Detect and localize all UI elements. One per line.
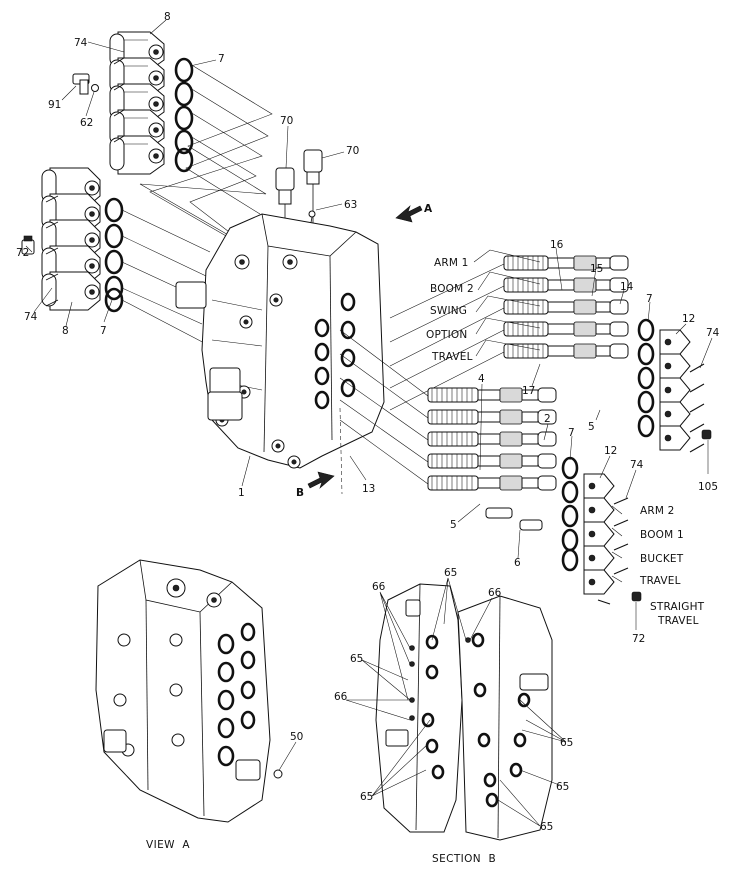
callout-62: 62 [80, 117, 93, 129]
callout-7-top: 7 [218, 53, 225, 65]
callout-65-e: 65 [360, 791, 373, 803]
view-a-drawing [95, 559, 283, 823]
callout-65-a: 65 [444, 567, 457, 579]
callout-leaders [25, 19, 713, 773]
callout-16: 16 [550, 239, 564, 251]
callout-8-top: 8 [164, 11, 171, 23]
callout-74-mid: 74 [630, 459, 644, 471]
label-straight-travel: TRAVEL [657, 615, 699, 627]
captions: VIEW A SECTION B [146, 839, 496, 865]
main-valve-body [175, 213, 385, 495]
lower-spool-group [339, 329, 642, 605]
label-travel-upper: TRAVEL [431, 351, 473, 363]
callout-14: 14 [620, 281, 634, 293]
callout-66-c: 66 [334, 691, 348, 703]
view-arrow-a [395, 205, 423, 223]
label-bucket: BUCKET [640, 553, 684, 565]
callout-66-b: 66 [488, 587, 502, 599]
arrow-a-label: A [424, 203, 433, 215]
callout-91: 91 [48, 99, 61, 111]
callout-70b: 70 [346, 145, 359, 157]
function-labels: ARM 1 BOOM 2 SWING OPTION TRAVEL ARM 2 B… [296, 203, 705, 627]
label-arm-1: ARM 1 [434, 257, 469, 269]
callout-65-d: 65 [556, 781, 569, 793]
callout-1: 1 [238, 487, 245, 499]
section-b-drawing [345, 577, 567, 841]
label-option: OPTION [426, 329, 467, 341]
label-arm-2: ARM 2 [640, 505, 675, 517]
callout-12-right: 12 [682, 313, 695, 325]
callout-7-left: 7 [100, 325, 107, 337]
left-cover-stack [21, 167, 211, 347]
callout-65-c: 65 [560, 737, 573, 749]
callout-65-b: 65 [350, 653, 363, 665]
callout-17: 17 [522, 385, 535, 397]
relief-valves [275, 149, 323, 262]
label-swing: SWING [430, 305, 467, 317]
callout-65-f: 65 [540, 821, 553, 833]
label-leaders [473, 249, 623, 583]
upper-spool-group [389, 255, 712, 453]
callout-50: 50 [290, 731, 303, 743]
caption-view-a: VIEW A [146, 839, 190, 851]
callout-74-right: 74 [706, 327, 720, 339]
view-arrow-b [307, 471, 335, 489]
callout-numbers: 8 74 7 91 62 70 70 63 72 74 8 7 1 13 16 … [16, 11, 720, 833]
callout-66-a: 66 [372, 581, 386, 593]
caption-section-b: SECTION B [432, 853, 496, 865]
callout-12-mid: 12 [604, 445, 617, 457]
label-boom-1: BOOM 1 [640, 529, 684, 541]
callout-7-right: 7 [646, 293, 653, 305]
arrow-b-label: B [296, 487, 304, 499]
callout-5-right: 5 [588, 421, 595, 433]
callout-8-left: 8 [62, 325, 69, 337]
label-boom-2: BOOM 2 [430, 283, 474, 295]
label-straight: STRAIGHT [650, 601, 705, 613]
callout-72-left: 72 [16, 247, 29, 259]
callout-13: 13 [362, 483, 375, 495]
callout-2: 2 [544, 413, 551, 425]
callout-7-mid: 7 [568, 427, 575, 439]
top-cover-stack [72, 31, 273, 249]
callout-15: 15 [590, 263, 603, 275]
callout-72-bottom: 72 [632, 633, 645, 645]
label-travel-lower: TRAVEL [639, 575, 681, 587]
callout-74-top: 74 [74, 37, 88, 49]
callout-105: 105 [698, 481, 718, 493]
callout-70a: 70 [280, 115, 293, 127]
callout-63: 63 [344, 199, 357, 211]
callout-4: 4 [478, 373, 485, 385]
callout-5-mid: 5 [450, 519, 457, 531]
callout-6: 6 [514, 557, 521, 569]
callout-74-left: 74 [24, 311, 38, 323]
